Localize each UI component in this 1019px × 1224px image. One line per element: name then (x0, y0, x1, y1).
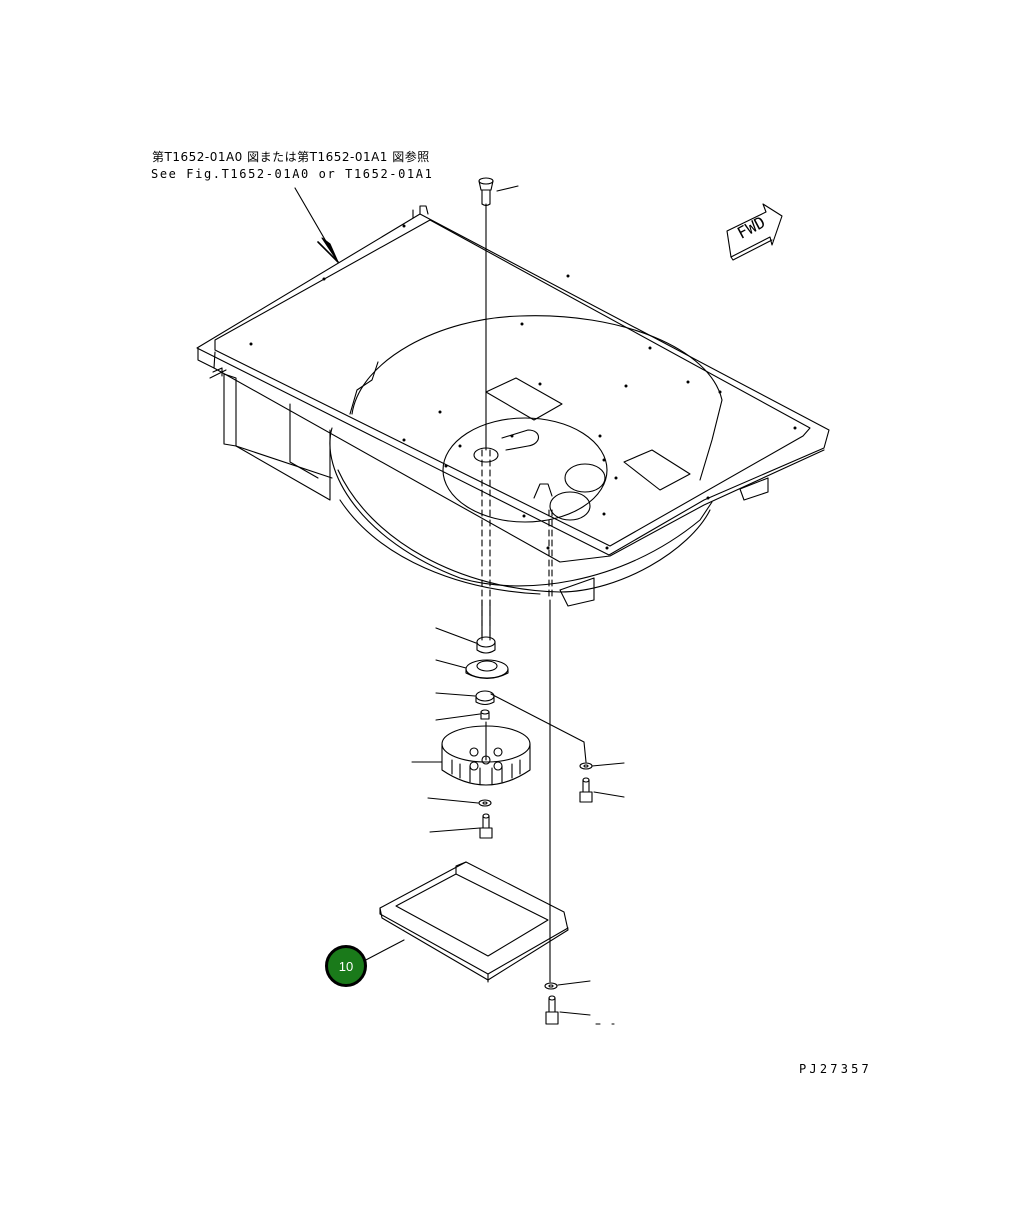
rubber-bushing (435, 690, 495, 706)
bottom-washer (544, 980, 591, 990)
callout-number: 10 (338, 958, 354, 974)
bottom-bolt (545, 995, 615, 1025)
reference-note-english: See Fig.T1652-01A0 or T1652-01A1 (151, 167, 434, 181)
right-bolt (579, 777, 625, 803)
left-washer (427, 797, 492, 807)
frame-holes (249, 224, 797, 550)
cover-plate (361, 861, 569, 983)
spacer (435, 709, 490, 721)
top-bolt (478, 177, 519, 207)
swing-tub (329, 315, 723, 595)
rubber-mount (435, 627, 496, 654)
left-bolt (429, 813, 493, 839)
reference-note-japanese: 第T1652-01A0 図または第T1652-01A1 図参照 (152, 150, 430, 164)
assembly-lines (481, 203, 587, 983)
reference-leader-arrow (294, 187, 339, 263)
part-callout-10[interactable]: 10 (325, 945, 367, 987)
right-washer (579, 762, 625, 770)
floor-openings (442, 377, 691, 523)
mount-plate (435, 659, 509, 680)
frame-underside (209, 367, 769, 607)
cup-bracket (411, 721, 531, 786)
drawing-id: PJ27357 (799, 1062, 872, 1076)
floor-frame (196, 205, 830, 563)
fwd-arrow-icon (726, 203, 783, 261)
